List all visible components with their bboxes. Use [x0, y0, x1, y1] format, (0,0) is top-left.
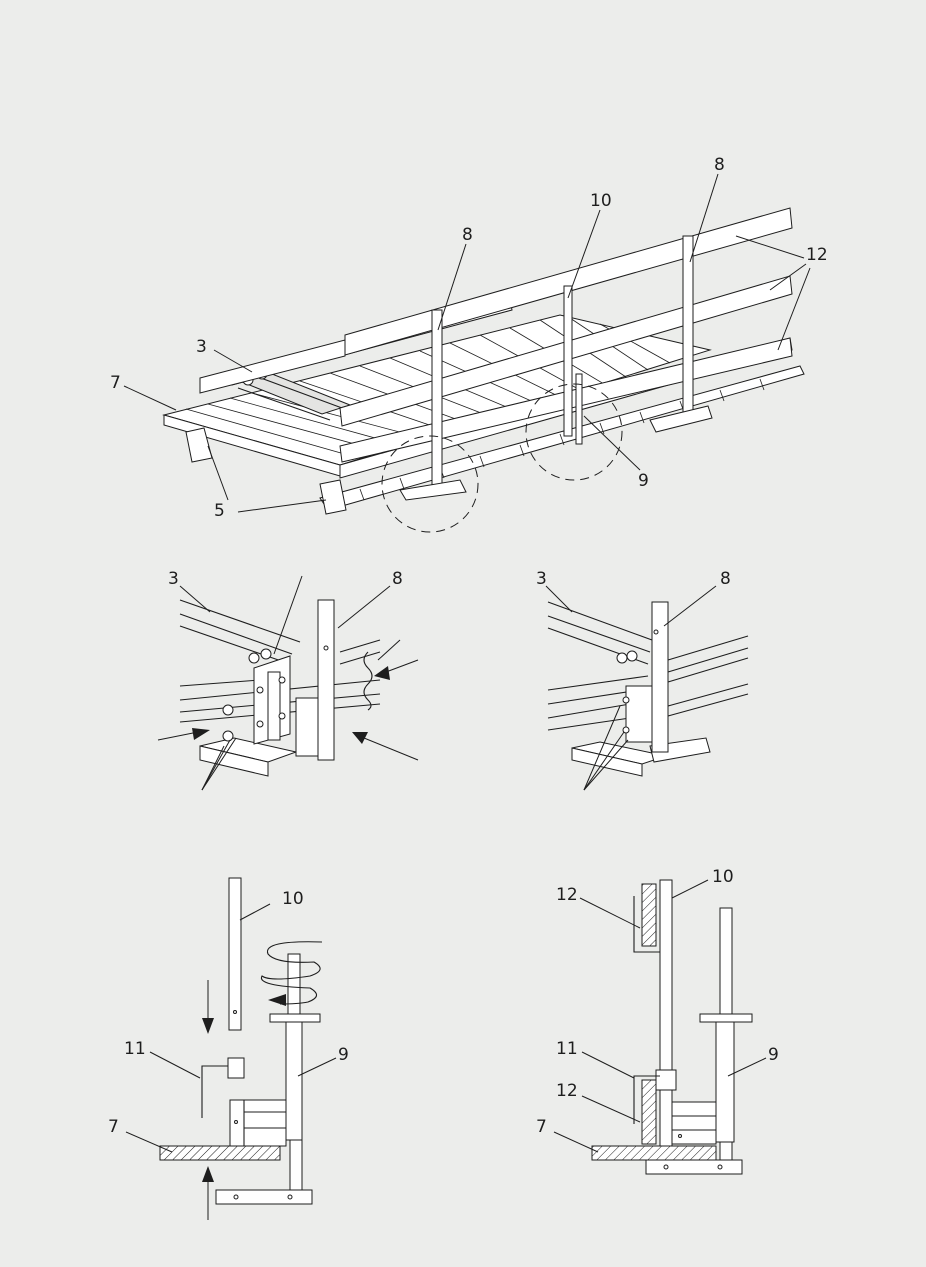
detail-left-drawing: 3 8	[157, 569, 419, 791]
callout-section-right-10: 10	[712, 867, 734, 887]
foot-boards	[185, 405, 713, 515]
overview-leaders	[123, 173, 811, 513]
callout-overview-8b: 8	[714, 155, 725, 175]
callout-overview-8a: 8	[462, 225, 473, 245]
callout-detail-left-8: 8	[392, 569, 403, 589]
callout-section-right-9: 9	[768, 1045, 779, 1065]
overview-drawing: 3 5 7 8 8 9 10 12	[110, 155, 828, 533]
callout-section-right-7: 7	[536, 1117, 547, 1137]
callout-overview-7: 7	[110, 373, 121, 393]
callout-detail-right-3: 3	[536, 569, 547, 589]
callout-section-left-10: 10	[282, 889, 304, 909]
section-left-drawing: 10 11 7 9	[108, 877, 349, 1220]
detail-circle-right	[525, 383, 623, 481]
callout-overview-10: 10	[590, 191, 612, 211]
callout-section-left-9: 9	[338, 1045, 349, 1065]
section-right-drawing: 12 10 11 12 7 9	[536, 867, 779, 1175]
callout-section-right-12b: 12	[556, 1081, 578, 1101]
callout-overview-5: 5	[214, 501, 225, 521]
detail-right-drawing: 3 8	[536, 569, 749, 791]
callout-section-right-11: 11	[556, 1039, 578, 1059]
callout-section-right-12a: 12	[556, 885, 578, 905]
callout-section-left-11: 11	[124, 1039, 146, 1059]
detail-circle-left	[381, 435, 479, 533]
callout-detail-left-3: 3	[168, 569, 179, 589]
callout-overview-9: 9	[638, 471, 649, 491]
callout-overview-3: 3	[196, 337, 207, 357]
callout-section-left-7: 7	[108, 1117, 119, 1137]
callout-overview-12: 12	[806, 245, 828, 265]
callout-detail-right-8: 8	[720, 569, 731, 589]
